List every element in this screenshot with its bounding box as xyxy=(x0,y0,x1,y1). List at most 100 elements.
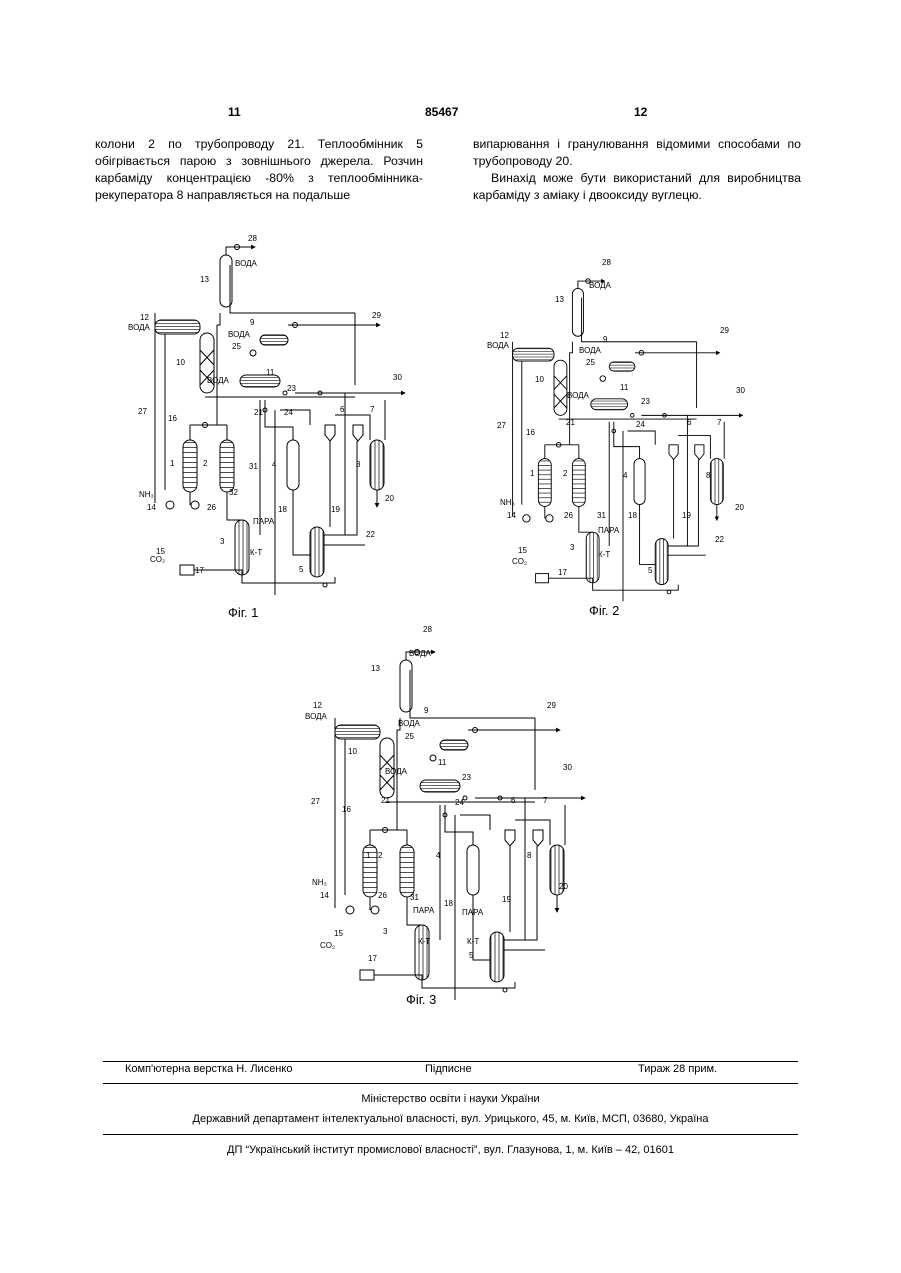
fig3-label-water-11: ВОДА xyxy=(385,767,408,776)
fig3-label-11: 11 xyxy=(438,758,447,767)
fig3-label-25: 25 xyxy=(405,732,414,741)
footer-subscription: Підписне xyxy=(425,1063,472,1075)
footer-ministry: Міністерство освіти і науки України xyxy=(0,1093,901,1105)
fig2-label-22: 22 xyxy=(715,535,724,544)
footer-circulation: Тираж 28 прим. xyxy=(638,1063,717,1075)
fig3-label-27: 27 xyxy=(311,797,320,806)
fig2-label-8: 8 xyxy=(706,471,711,480)
fig2-label-1: 1 xyxy=(530,469,535,478)
fig1-label-25: 25 xyxy=(232,342,241,351)
fig3-label-20: 20 xyxy=(559,882,568,891)
fig3-label-4: 4 xyxy=(436,851,441,860)
fig2-label-26: 26 xyxy=(564,511,573,520)
fig1-label-water-12: ВОДА xyxy=(128,323,151,332)
fig3-label-steam-3: ПАРА xyxy=(413,906,435,915)
fig1-label-30: 30 xyxy=(393,373,402,382)
fig3-label-nh3: NH₃ xyxy=(312,878,327,887)
fig2-label-water-top: ВОДА xyxy=(589,281,612,290)
fig1-label-10: 10 xyxy=(176,358,185,367)
fig1-label-6: 6 xyxy=(340,405,345,414)
fig3-label-16: 16 xyxy=(342,805,351,814)
fig2-label-5: 5 xyxy=(648,566,653,575)
fig3-label-29: 29 xyxy=(547,701,556,710)
fig1-label-32: 32 xyxy=(229,488,238,497)
fig1-label-23: 23 xyxy=(287,384,296,393)
fig2-label-11: 11 xyxy=(620,383,629,392)
fig2-label-17: 17 xyxy=(558,568,567,577)
fig3-label-kt-3: К-Т xyxy=(418,937,430,946)
fig1-label-22: 22 xyxy=(366,530,375,539)
fig2-label-21: 21 xyxy=(566,418,575,427)
fig2-label-2: 2 xyxy=(563,469,568,478)
fig3-label-30: 30 xyxy=(563,763,572,772)
footer-rule-1 xyxy=(103,1061,798,1062)
fig2-label-water-11: ВОДА xyxy=(567,391,590,400)
figure-3-caption: Фіг. 3 xyxy=(406,992,436,1007)
fig1-label-4: 4 xyxy=(272,460,277,469)
fig3-label-1: 1 xyxy=(366,851,371,860)
fig3-label-12: 12 xyxy=(313,701,322,710)
fig3-label-21: 21 xyxy=(381,796,390,805)
fig1-label-29: 29 xyxy=(372,311,381,320)
fig1-label-19: 19 xyxy=(331,505,340,514)
fig1-label-co2: CO₂ xyxy=(150,555,165,564)
fig2-label-nh3: NH₃ xyxy=(500,498,515,507)
fig3-label-5: 5 xyxy=(469,951,474,960)
fig2-label-water-9: ВОДА xyxy=(579,346,602,355)
fig2-label-3: 3 xyxy=(570,543,575,552)
fig1-label-12: 12 xyxy=(140,313,149,322)
figure-2-caption: Фіг. 2 xyxy=(589,603,619,618)
figure-1-schematic xyxy=(155,245,405,596)
fig1-label-3: 3 xyxy=(220,537,225,546)
fig2-label-23: 23 xyxy=(641,397,650,406)
footer-institute: ДП “Український інститут промислової вла… xyxy=(0,1144,901,1156)
fig3-label-13: 13 xyxy=(371,664,380,673)
fig2-label-20: 20 xyxy=(735,503,744,512)
fig2-label-water-12: ВОДА xyxy=(487,341,510,350)
footer-layout-credit: Комп'ютерна верстка Н. Лисенко xyxy=(125,1063,292,1075)
fig2-label-7: 7 xyxy=(717,418,722,427)
fig1-label-14: 14 xyxy=(147,503,156,512)
fig1-label-7: 7 xyxy=(370,405,375,414)
fig2-label-co2: CO₂ xyxy=(512,557,527,566)
fig3-label-23: 23 xyxy=(462,773,471,782)
fig3-label-10: 10 xyxy=(348,747,357,756)
fig1-label-13: 13 xyxy=(200,275,209,284)
fig1-label-11: 11 xyxy=(266,368,275,377)
fig1-label-nh3: NH₃ xyxy=(139,490,154,499)
fig2-label-19: 19 xyxy=(682,511,691,520)
fig1-label-24: 24 xyxy=(284,408,293,417)
fig1-label-1: 1 xyxy=(170,459,175,468)
fig1-label-26: 26 xyxy=(207,503,216,512)
fig2-label-29: 29 xyxy=(720,326,729,335)
figure-1-caption: Фіг. 1 xyxy=(228,605,258,620)
fig2-label-30: 30 xyxy=(736,386,745,395)
fig2-label-9: 9 xyxy=(603,335,608,344)
fig1-label-kt: К-Т xyxy=(250,548,262,557)
fig1-label-5: 5 xyxy=(299,565,304,574)
fig2-label-27: 27 xyxy=(497,421,506,430)
fig1-label-18: 18 xyxy=(278,505,287,514)
footer-rule-2 xyxy=(103,1083,798,1084)
fig3-label-water-9: ВОДА xyxy=(398,719,421,728)
fig3-label-18: 18 xyxy=(444,899,453,908)
fig3-label-31: 31 xyxy=(410,893,419,902)
fig1-label-8: 8 xyxy=(356,460,361,469)
fig2-label-28: 28 xyxy=(602,258,611,267)
fig3-label-26: 26 xyxy=(378,891,387,900)
fig1-label-water-9: ВОДА xyxy=(228,330,251,339)
fig3-label-kt-5: К-Т xyxy=(467,937,479,946)
fig2-label-12: 12 xyxy=(500,331,509,340)
fig3-label-water-top: ВОДА xyxy=(409,649,432,658)
fig1-label-31: 31 xyxy=(249,462,258,471)
fig1-label-17: 17 xyxy=(195,566,204,575)
fig3-label-14: 14 xyxy=(320,891,329,900)
fig2-label-25: 25 xyxy=(586,358,595,367)
fig1-label-steam: ПАРА xyxy=(253,517,275,526)
fig2-label-4: 4 xyxy=(623,471,628,480)
fig1-label-16: 16 xyxy=(168,414,177,423)
fig1-label-water-11: ВОДА xyxy=(207,376,230,385)
fig2-label-13: 13 xyxy=(555,295,564,304)
fig2-label-15: 15 xyxy=(518,546,527,555)
fig3-label-steam-5: ПАРА xyxy=(462,908,484,917)
